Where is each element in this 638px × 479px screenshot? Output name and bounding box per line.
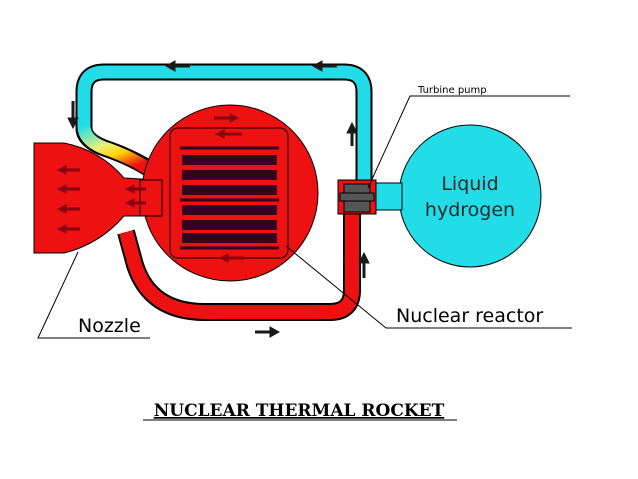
arrow-left-icon <box>56 184 80 194</box>
diagram-caption: NUCLEAR THERMAL ROCKET <box>154 401 445 421</box>
arrow-left-icon <box>56 204 80 214</box>
arrow-left-icon <box>124 184 146 194</box>
turbine-pump-shaft <box>339 192 375 202</box>
core-rod <box>182 205 277 215</box>
hot-return-pipe <box>119 190 359 319</box>
cold-feed-pipe-fill <box>77 65 371 196</box>
arrow-left-icon <box>311 60 337 72</box>
core-rod <box>182 220 277 230</box>
arrow-left-icon <box>124 198 146 208</box>
arrow-left-icon <box>164 60 190 72</box>
flow-arrows <box>67 60 370 338</box>
core-rod <box>182 155 277 165</box>
nuclear-reactor-label: Nuclear reactor <box>396 305 543 327</box>
core-rod <box>182 185 277 195</box>
internal-flow-arrows <box>56 113 244 263</box>
reactor-nozzle-connector <box>139 179 163 217</box>
arrow-down-icon <box>67 101 79 130</box>
nozzle-label: Nozzle <box>78 315 141 337</box>
arrow-up-icon <box>358 251 370 278</box>
preheat-pipe-segment <box>77 125 154 176</box>
arrow-right-icon <box>214 113 240 123</box>
turbine-pump-label: Turbine pump <box>417 85 487 96</box>
nuclear-reactor-leader <box>285 245 572 329</box>
arrow-right-icon <box>255 326 281 338</box>
core-rod <box>182 233 277 243</box>
arrow-up-icon <box>346 121 358 146</box>
leader-lines <box>37 95 572 339</box>
turbine-pump-leader <box>367 95 570 189</box>
tank-outlet <box>371 182 403 211</box>
arrow-left-icon <box>218 253 244 263</box>
liquid-label: Liquid <box>441 173 498 195</box>
hydrogen-label: hydrogen <box>425 199 515 221</box>
arrow-left-icon <box>56 224 80 234</box>
arrow-left-icon <box>56 165 80 175</box>
nozzle-leader <box>37 251 150 339</box>
arrow-left-icon <box>214 129 242 139</box>
liquid-hydrogen-tank <box>398 124 542 268</box>
core-rod <box>182 170 277 180</box>
